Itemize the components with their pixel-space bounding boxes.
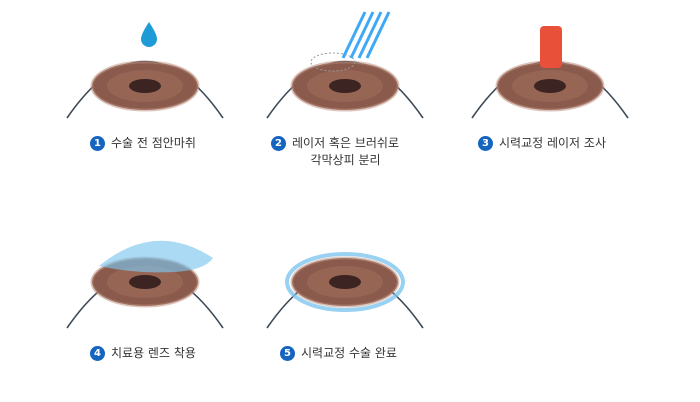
step-label: 시력교정 수술 완료 (301, 346, 397, 360)
step-5: 5 시력교정 수술 완료 (255, 220, 435, 380)
step-number-badge: 5 (280, 346, 295, 361)
eye-illustration (471, 26, 629, 119)
eye-drop-icon (141, 22, 157, 47)
step-4: 4 치료용 렌즈 착용 (55, 220, 235, 380)
eye-illustration (66, 240, 224, 329)
step-2: 2 레이저 혹은 브러쉬로 각막상피 분리 (255, 10, 435, 180)
step-3: 3 시력교정 레이저 조사 (460, 10, 640, 170)
healed-lens-icon (285, 252, 405, 312)
step-label: 치료용 렌즈 착용 (111, 346, 196, 360)
step-number-badge: 2 (271, 136, 286, 151)
step-label-line-2: 각막상피 분리 (310, 153, 381, 167)
laser-beams-icon (341, 11, 391, 59)
eye-illustration (266, 11, 424, 119)
step-label: 시력교정 레이저 조사 (499, 136, 606, 150)
laser-block-icon (540, 26, 562, 68)
step-number-badge: 4 (90, 346, 105, 361)
eye-illustration (66, 22, 224, 119)
eye-illustration (266, 252, 424, 329)
step-label-line-1: 레이저 혹은 브러쉬로 (292, 136, 399, 150)
step-label: 수술 전 점안마취 (111, 136, 196, 150)
step-number-badge: 3 (478, 136, 493, 151)
step-number-badge: 1 (90, 136, 105, 151)
contact-lens-icon (99, 240, 213, 273)
step-1: 1 수술 전 점안마취 (55, 10, 235, 170)
